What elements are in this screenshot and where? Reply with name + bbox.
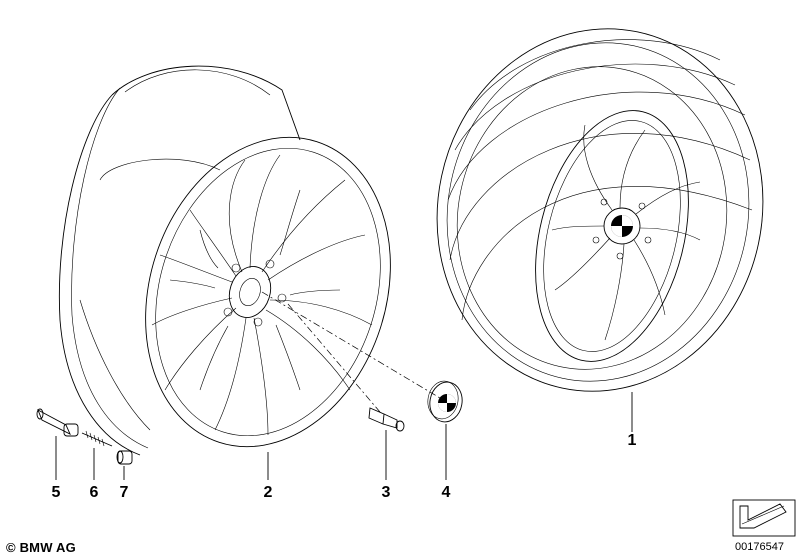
copyright-notice: © BMW AG xyxy=(6,540,76,555)
callout-3: 3 xyxy=(381,484,391,501)
valve-drawing xyxy=(36,408,79,437)
alloy-rim-drawing xyxy=(58,65,391,456)
document-number: 00176547 xyxy=(735,541,784,553)
callout-2: 2 xyxy=(263,484,273,501)
callout-1: 1 xyxy=(627,432,637,449)
document-logo-icon xyxy=(732,499,796,537)
callout-7: 7 xyxy=(119,484,129,501)
valve-cap-drawing xyxy=(116,450,133,465)
valve-core-drawing xyxy=(81,430,113,447)
hub-cap-drawing xyxy=(427,380,463,423)
callout-4: 4 xyxy=(441,484,451,501)
callout-5: 5 xyxy=(51,484,61,501)
wheel-bolt-drawing xyxy=(368,407,405,432)
callout-6: 6 xyxy=(89,484,99,501)
complete-wheel-drawing xyxy=(436,28,764,392)
